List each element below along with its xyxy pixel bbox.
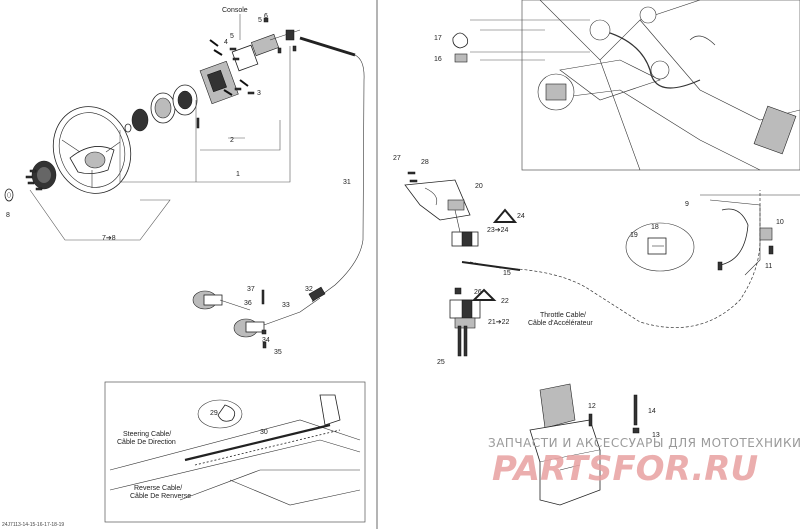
label-32: 32 bbox=[305, 286, 313, 293]
label-29: 29 bbox=[210, 410, 218, 417]
label-17: 17 bbox=[434, 35, 442, 42]
pulley bbox=[150, 84, 198, 124]
steering-column-assembly bbox=[199, 29, 301, 105]
label-21-22: 21➔22 bbox=[488, 319, 510, 326]
throttle-cable bbox=[469, 190, 761, 328]
label-5b: 5 bbox=[258, 17, 262, 24]
label-22: 22 bbox=[501, 298, 509, 305]
inset-18-19 bbox=[625, 222, 695, 272]
throttle-handle bbox=[529, 383, 640, 506]
watermark-tagline: ЗАПЧАСТИ И АКСЕССУАРЫ ДЛЯ МОТОТЕХНИКИ bbox=[488, 436, 800, 450]
fitting-26 bbox=[454, 287, 462, 295]
fasteners-left bbox=[196, 17, 297, 129]
caption-steering-cable-fr: Câble De Direction bbox=[117, 439, 176, 446]
label-3: 3 bbox=[257, 90, 261, 97]
caption-steering-cable: Steering Cable/ bbox=[123, 431, 171, 438]
label-37: 37 bbox=[247, 286, 255, 293]
reference-code: 24J7113-14-15-16-17-18-19 bbox=[2, 522, 64, 528]
watermark-logo: PARTSFOR.RU bbox=[492, 449, 758, 489]
label-2: 2 bbox=[230, 137, 234, 144]
caption-throttle-cable: Throttle Cable/ bbox=[540, 312, 586, 319]
label-9: 9 bbox=[685, 201, 689, 208]
label-console: Console bbox=[222, 7, 248, 14]
inset-top-right bbox=[470, 0, 800, 171]
cable-31 bbox=[299, 36, 365, 303]
grommet-24 bbox=[492, 208, 518, 223]
caption-throttle-cable-fr: Câble d'Accélérateur bbox=[528, 320, 593, 327]
frame-bracket bbox=[700, 194, 800, 276]
label-5a: 5 bbox=[230, 33, 234, 40]
hub-spacer bbox=[124, 108, 149, 133]
label-31: 31 bbox=[343, 179, 351, 186]
bolts-7 bbox=[25, 169, 43, 191]
label-8: 8 bbox=[6, 212, 10, 219]
label-26: 26 bbox=[474, 289, 482, 296]
wheel-hub-cover bbox=[31, 160, 57, 190]
label-4: 4 bbox=[224, 39, 228, 46]
label-20: 20 bbox=[475, 183, 483, 190]
shift-assembly bbox=[192, 286, 326, 349]
label-6: 6 bbox=[264, 13, 268, 20]
steering-wheel bbox=[52, 106, 132, 194]
label-14: 14 bbox=[648, 408, 656, 415]
label-28: 28 bbox=[421, 159, 429, 166]
label-15: 15 bbox=[503, 270, 511, 277]
caption-reverse-cable-fr: Câble De Renverse bbox=[130, 493, 191, 500]
inset-steering-reverse bbox=[104, 381, 366, 523]
caption-reverse-cable: Reverse Cable/ bbox=[134, 485, 182, 492]
washer-8 bbox=[4, 188, 14, 202]
label-13: 13 bbox=[652, 432, 660, 439]
leader-lines-1-2 bbox=[119, 46, 291, 183]
label-7-8: 7➔8 bbox=[102, 235, 116, 242]
label-30: 30 bbox=[260, 429, 268, 436]
label-36: 36 bbox=[244, 300, 252, 307]
leader-lines-78 bbox=[29, 189, 171, 241]
label-16: 16 bbox=[434, 56, 442, 63]
label-34: 34 bbox=[262, 337, 270, 344]
label-12: 12 bbox=[588, 403, 596, 410]
label-25: 25 bbox=[437, 359, 445, 366]
cable-15-segment bbox=[461, 261, 521, 271]
label-24: 24 bbox=[517, 213, 525, 220]
clamp-17 bbox=[452, 32, 469, 49]
label-10: 10 bbox=[776, 219, 784, 226]
cap-16 bbox=[454, 53, 468, 63]
label-11: 11 bbox=[765, 263, 772, 270]
bracket-assembly bbox=[404, 171, 471, 221]
label-23-24: 23➔24 bbox=[487, 227, 509, 234]
label-18: 18 bbox=[651, 224, 659, 231]
label-33: 33 bbox=[282, 302, 290, 309]
label-35: 35 bbox=[274, 349, 282, 356]
label-19: 19 bbox=[630, 232, 638, 239]
grommet-22 bbox=[471, 288, 497, 301]
label-1: 1 bbox=[236, 171, 240, 178]
clamp-23 bbox=[451, 209, 479, 247]
lower-clamp-21 bbox=[449, 299, 481, 357]
label-27: 27 bbox=[393, 155, 401, 162]
